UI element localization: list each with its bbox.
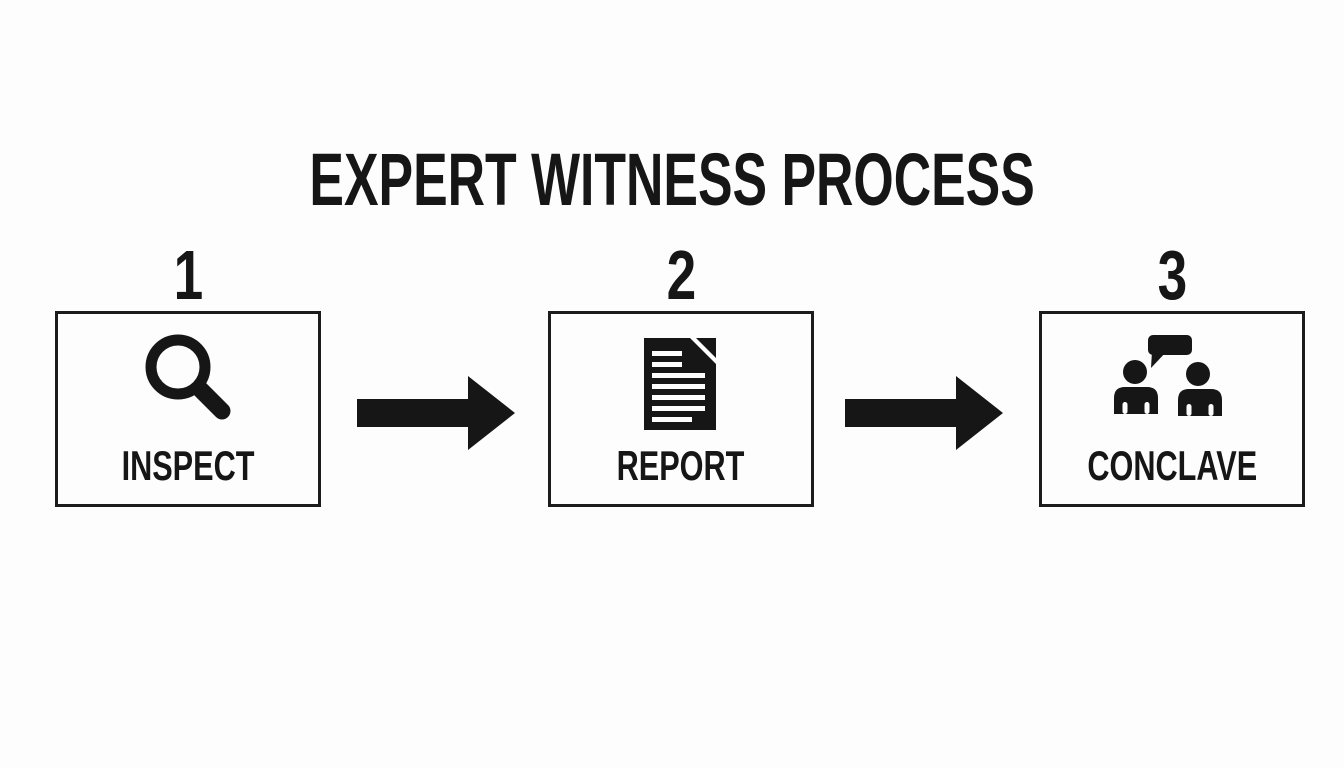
step-2-number: 2 bbox=[666, 236, 696, 314]
step-conclave: 3 CONCLAVE bbox=[1039, 240, 1305, 507]
step-2-label: REPORT bbox=[617, 442, 745, 489]
step-1-box: INSPECT bbox=[55, 311, 321, 507]
step-1-number: 1 bbox=[173, 236, 203, 314]
step-1-label: INSPECT bbox=[121, 442, 255, 489]
arrow-right-icon bbox=[357, 376, 515, 450]
magnifying-glass-icon bbox=[145, 334, 231, 420]
step-report: 2 REPORT bbox=[548, 240, 814, 507]
document-icon bbox=[644, 338, 716, 430]
step-3-number: 3 bbox=[1157, 236, 1187, 314]
step-3-label: CONCLAVE bbox=[1087, 442, 1257, 489]
diagram-title: EXPERT WITNESS PROCESS bbox=[0, 143, 1344, 217]
arrow-right-icon bbox=[845, 376, 1003, 450]
people-conversation-icon bbox=[1114, 335, 1222, 416]
step-2-box: REPORT bbox=[548, 311, 814, 507]
step-inspect: 1 INSPECT bbox=[55, 240, 321, 507]
diagram-title-text: EXPERT WITNESS PROCESS bbox=[309, 138, 1035, 221]
step-3-box: CONCLAVE bbox=[1039, 311, 1305, 507]
